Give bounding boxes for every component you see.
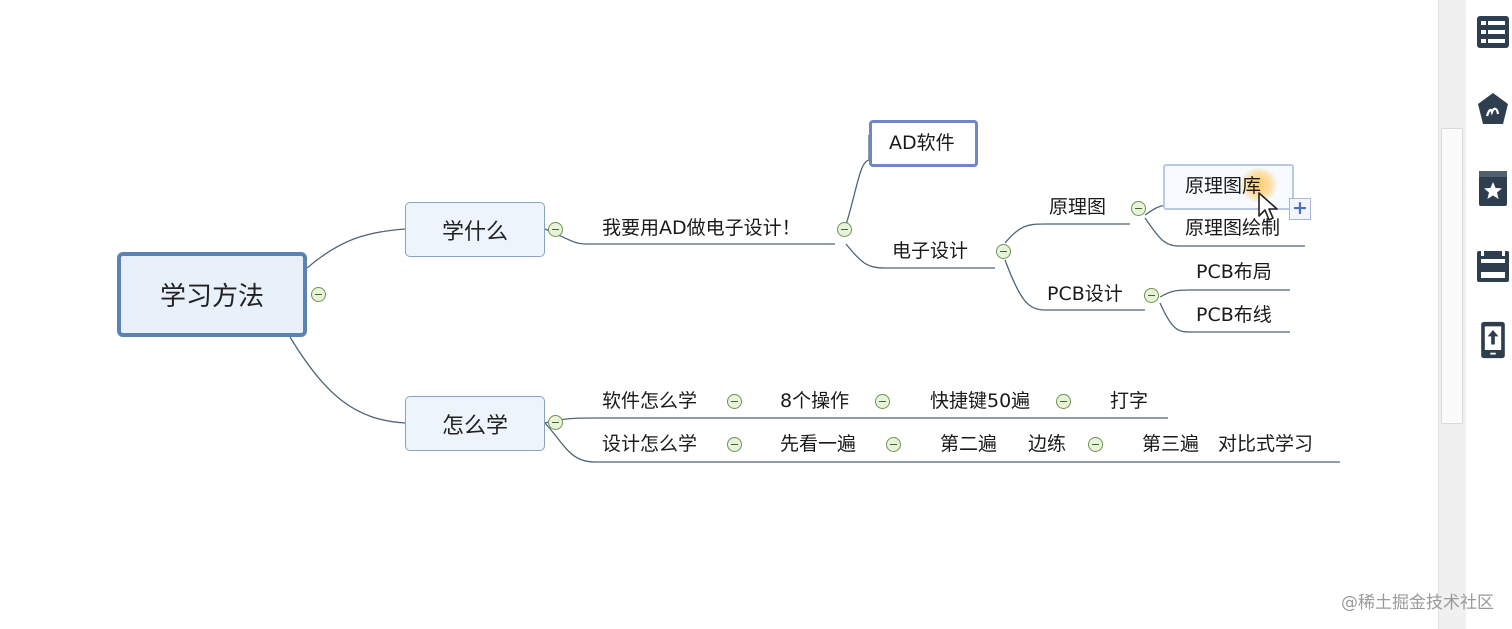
vertical-scrollbar[interactable] — [1438, 0, 1466, 629]
collapse-how-icon[interactable] — [548, 415, 563, 430]
watermark-text: @稀土掘金技术社区 — [1341, 593, 1494, 613]
collapse-ad-design-icon[interactable] — [837, 222, 852, 237]
export-icon[interactable] — [1475, 320, 1511, 360]
row1-shortcut-50[interactable]: 快捷键50遍 — [930, 390, 1031, 412]
row1-software-how[interactable]: 软件怎么学 — [602, 390, 698, 412]
subtopic-pcb-layout[interactable]: PCB布局 — [1196, 261, 1272, 283]
row1-typing[interactable]: 打字 — [1110, 390, 1149, 412]
subtopic-ad-software-label: AD软件 — [889, 132, 955, 154]
row2-second-pass[interactable]: 第二遍 — [940, 433, 998, 455]
central-topic-label: 学习方法 — [159, 282, 264, 312]
mouse-cursor-icon — [1258, 192, 1278, 221]
collapse-central-icon[interactable] — [311, 287, 326, 302]
subtopic-ad-electronic-design[interactable]: 我要用AD做电子设计！ — [602, 217, 801, 239]
row2-read-once[interactable]: 先看一遍 — [780, 433, 857, 455]
row2-design-how[interactable]: 设计怎么学 — [602, 433, 698, 455]
subtopic-electronic-design[interactable]: 电子设计 — [892, 240, 969, 262]
subtopic-pcb-design[interactable]: PCB设计 — [1047, 283, 1123, 305]
collapse-schematic-icon[interactable] — [1131, 201, 1146, 216]
collapse-row2-c-icon[interactable] — [1088, 437, 1103, 452]
row2-third-pass[interactable]: 第三遍 — [1142, 433, 1200, 455]
collapse-row2-a-icon[interactable] — [727, 437, 742, 452]
row2-practice[interactable]: 边练 — [1028, 433, 1067, 455]
collapse-row1-a-icon[interactable] — [727, 394, 742, 409]
format-icon[interactable] — [1475, 246, 1511, 286]
topic-how[interactable]: 怎么学 — [405, 396, 545, 451]
topic-what-label: 学什么 — [441, 219, 508, 245]
collapse-row1-b-icon[interactable] — [875, 394, 890, 409]
central-topic[interactable]: 学习方法 — [117, 252, 307, 337]
collapse-electronic-design-icon[interactable] — [996, 244, 1011, 259]
outline-icon[interactable] — [1475, 12, 1511, 52]
subtopic-ad-software-selected[interactable] — [869, 120, 978, 167]
topic-what[interactable]: 学什么 — [405, 202, 545, 257]
subtopic-schematic-library: 原理图库 — [1185, 175, 1262, 197]
markers-icon[interactable] — [1475, 168, 1511, 208]
topic-how-label: 怎么学 — [441, 413, 508, 439]
theme-icon[interactable] — [1475, 90, 1511, 130]
collapse-what-icon[interactable] — [548, 222, 563, 237]
subtopic-schematic-drawing[interactable]: 原理图绘制 — [1185, 217, 1281, 239]
collapse-row2-b-icon[interactable] — [886, 437, 901, 452]
scrollbar-thumb[interactable] — [1441, 128, 1463, 424]
collapse-pcb-design-icon[interactable] — [1144, 288, 1159, 303]
collapse-row1-c-icon[interactable] — [1056, 394, 1071, 409]
subtopic-schematic[interactable]: 原理图 — [1049, 196, 1107, 218]
mindmap-canvas[interactable]: 学习方法 学什么 怎么学 我要用AD做电子设计！ AD软件 电子设计 原理图 P… — [0, 0, 1438, 629]
subtopic-pcb-routing[interactable]: PCB布线 — [1196, 304, 1272, 326]
row1-eight-operations[interactable]: 8个操作 — [780, 390, 850, 412]
row2-comparative-learning[interactable]: 对比式学习 — [1218, 433, 1314, 455]
right-sidebar — [1438, 0, 1512, 629]
add-subtopic-button[interactable]: + — [1289, 198, 1311, 220]
